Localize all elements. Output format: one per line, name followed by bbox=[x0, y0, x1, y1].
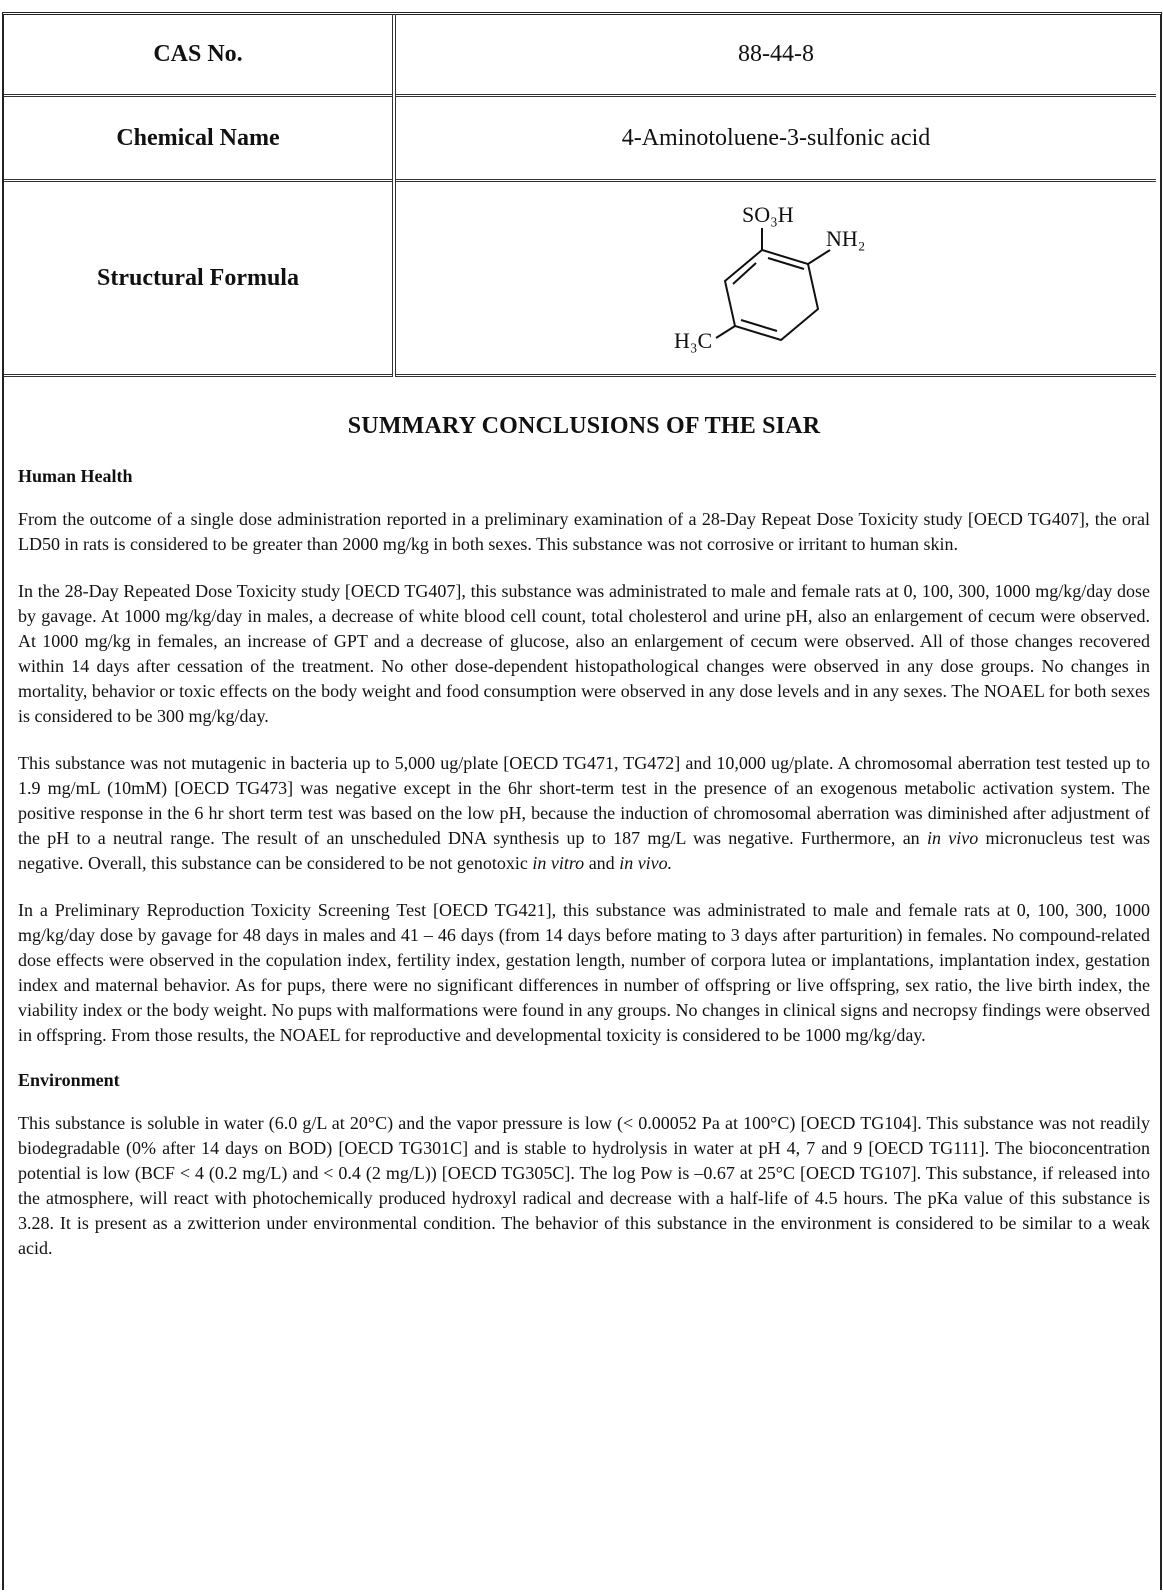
in-vitro-italic: in vitro bbox=[532, 853, 585, 873]
human-health-heading: Human Health bbox=[18, 466, 133, 486]
so3h-label: SO₃H bbox=[742, 202, 794, 227]
summary-title: SUMMARY CONCLUSIONS OF THE SIAR bbox=[347, 413, 821, 439]
human-health-paragraph-3: This substance was not mutagenic in bact… bbox=[18, 751, 1150, 876]
chemical-name-label: Chemical Name bbox=[4, 95, 396, 182]
chemical-name-value: 4-Aminotoluene-3-sulfonic acid bbox=[394, 95, 1156, 182]
human-health-paragraph-4: In a Preliminary Reproduction Toxicity S… bbox=[18, 900, 1150, 1045]
structural-formula-diagram: SO₃H NH₂ H₃C bbox=[674, 202, 865, 353]
document-frame bbox=[2, 12, 1162, 1590]
summary-section: SUMMARY CONCLUSIONS OF THE SIAR Human He… bbox=[18, 395, 1150, 1283]
environment-heading: Environment bbox=[18, 1070, 120, 1090]
h3c-label: H₃C bbox=[674, 328, 712, 353]
human-health-paragraph-2: In the 28-Day Repeated Dose Toxicity stu… bbox=[18, 581, 1150, 726]
cas-label: CAS No. bbox=[4, 14, 396, 97]
paragraph-3-text-a: This substance was not mutagenic in bact… bbox=[18, 753, 1150, 848]
cas-row: CAS No. 88-44-8 bbox=[4, 14, 1156, 97]
paragraph-3-text-b: micronucleus test was negative. Overall,… bbox=[18, 828, 1150, 873]
paragraph-3-text-c: and bbox=[584, 853, 620, 873]
in-vivo-italic-1: in vivo bbox=[926, 828, 979, 848]
structural-formula-label: Structural Formula bbox=[4, 180, 396, 377]
nh2-label: NH₂ bbox=[826, 226, 865, 251]
chemical-info-table: CAS No. 88-44-8 Chemical Name 4-Aminotol… bbox=[4, 14, 1156, 377]
human-health-paragraph-1: From the outcome of a single dose admini… bbox=[18, 509, 1150, 554]
environment-paragraph-1: This substance is soluble in water (6.0 … bbox=[18, 1113, 1150, 1258]
structural-formula-cell: SO₃H NH₂ H₃C bbox=[394, 180, 1156, 377]
structural-formula-row: Structural Formula SO₃H NH₂ H₃C bbox=[4, 180, 1156, 377]
cas-value: 88-44-8 bbox=[394, 14, 1156, 97]
chemical-name-row: Chemical Name 4-Aminotoluene-3-sulfonic … bbox=[4, 95, 1156, 182]
in-vivo-italic-2: in vivo. bbox=[619, 853, 673, 873]
